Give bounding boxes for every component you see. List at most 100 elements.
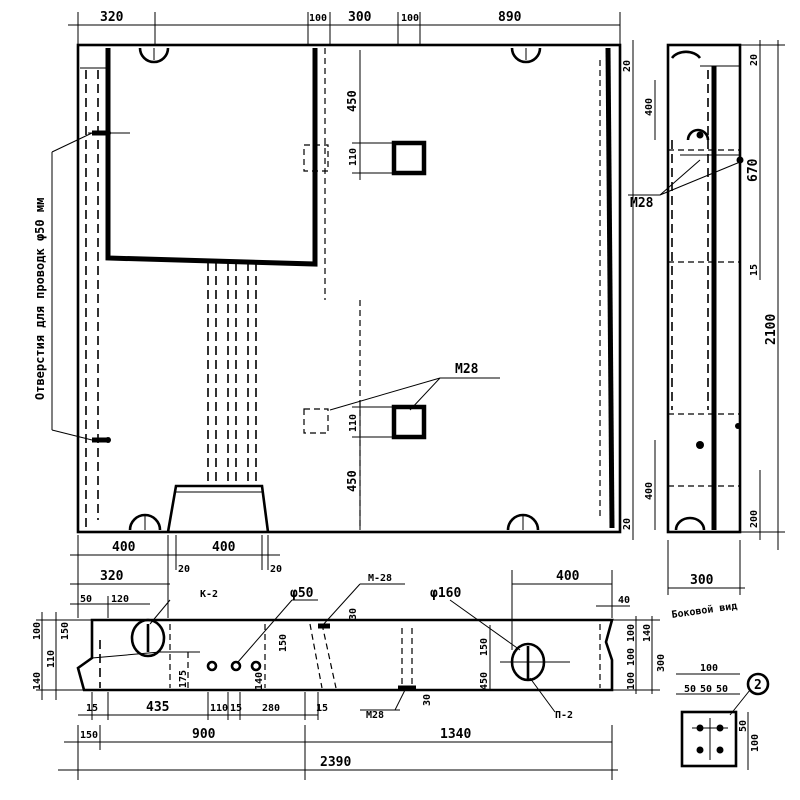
k2-leader <box>149 599 171 625</box>
plan-dim-100r2: 100 <box>626 648 637 666</box>
dashed-opening-bottom <box>303 408 329 434</box>
dim-320: 320 <box>100 10 124 25</box>
detail-bolt <box>716 746 724 754</box>
hole-phi50 <box>206 660 218 672</box>
p2-leader <box>529 677 556 713</box>
conduit-note: Отверстия для проводк φ50 мм <box>33 132 93 441</box>
side-dim-670: 670 <box>746 158 761 182</box>
plan-dim-50: 50 <box>80 594 92 605</box>
side-dim-2100: 2100 <box>764 314 779 345</box>
label-k2: K-2 <box>200 589 218 600</box>
front-right-edge <box>605 47 615 529</box>
plan-mid-dims: 175 140 150 30 30 450 150 <box>178 608 491 706</box>
detail-dim-50c: 50 <box>716 684 728 695</box>
side-loop-bottom <box>674 516 706 531</box>
m28-side-leader <box>659 159 701 196</box>
note-leader-bottom <box>51 429 93 441</box>
bottom-notch <box>166 484 270 533</box>
dim-400-mid: 400 <box>212 540 236 555</box>
detail-callout-circle <box>746 672 770 696</box>
plan-dim-30a: 30 <box>348 608 359 620</box>
plan-dim-450m: 450 <box>479 672 490 690</box>
detail-plate <box>680 710 738 768</box>
plan-dim-280: 280 <box>262 703 280 714</box>
side-loop-mid <box>686 128 710 141</box>
detail-callout-number: 2 <box>754 678 762 693</box>
side-bolt <box>736 156 744 164</box>
plan-left-dims: 100 150 140 110 <box>32 612 92 700</box>
plan-dim-175: 175 <box>178 670 189 688</box>
plan-right-dims: 100 100 100 140 300 <box>612 616 667 694</box>
dim-110-top: 110 <box>348 148 359 166</box>
lifting-loop-bottom-right <box>506 513 540 531</box>
dim-890: 890 <box>498 10 522 25</box>
plan-dim-110: 110 <box>210 703 228 714</box>
plan-dim-435: 435 <box>146 700 169 715</box>
dashed-opening-top <box>303 144 329 172</box>
front-internal-dims: 450 110 110 450 M28 <box>329 50 500 530</box>
m28-leader <box>409 377 441 411</box>
detail-dim-50a: 50 <box>684 684 696 695</box>
plan-dim-150: 150 <box>80 730 98 741</box>
plan-dim-100r3: 100 <box>626 672 637 690</box>
plan-top-dims: 320 50 120 400 40 <box>70 569 630 650</box>
dim-20-right: 20 <box>270 564 282 575</box>
side-dimensions: 20 400 400 20 20 670 15 2100 200 300 Бок… <box>622 40 785 621</box>
plan-dim-40: 40 <box>618 595 630 606</box>
plan-dim-110: 110 <box>46 650 57 668</box>
plan-dim-150m2: 150 <box>479 638 490 656</box>
dim-110-bot: 110 <box>348 414 359 432</box>
side-dim-20-bot: 20 <box>622 518 633 530</box>
detail-bolt <box>696 746 704 754</box>
plan-inner-step <box>91 651 200 659</box>
m28-side-leader <box>659 161 741 196</box>
plan-bottom-dims: 15 435 110 15 280 15 150 900 1340 2390 <box>58 692 618 780</box>
plan-dim-140: 140 <box>32 672 43 690</box>
side-view-label: Боковой вид <box>671 600 738 621</box>
side-dim-200: 200 <box>749 510 760 528</box>
label-m28-side: M28 <box>630 196 654 211</box>
k2-circle <box>130 618 166 658</box>
side-dim-300: 300 <box>690 573 714 588</box>
opening-bottom <box>391 404 427 440</box>
dim-100a: 100 <box>309 13 327 24</box>
side-loop-top <box>670 50 702 59</box>
top-dimensions: 320 100 300 100 890 <box>68 10 621 45</box>
side-outline <box>666 43 742 534</box>
plan-dim-140r: 140 <box>642 624 653 642</box>
plan-dim-100: 100 <box>32 622 43 640</box>
hole-phi50 <box>250 660 262 672</box>
detail-dim-100-side: 100 <box>750 734 761 752</box>
m28-leader <box>329 377 441 411</box>
dim-400-left: 400 <box>112 540 136 555</box>
plan-dim-900: 900 <box>192 727 216 742</box>
plan-dash <box>321 623 337 689</box>
label-p2: П-2 <box>555 710 573 721</box>
detail-2: 100 50 50 50 100 50 2 <box>676 663 770 770</box>
plan-dim-140m: 140 <box>254 672 265 690</box>
side-dim-400-top: 400 <box>644 98 655 116</box>
plan-dash <box>309 623 323 689</box>
label-m28-front: M28 <box>455 362 479 377</box>
detail-callout-leader <box>729 689 751 716</box>
detail-dim-50b: 50 <box>700 684 712 695</box>
plan-dim-30b: 30 <box>422 694 433 706</box>
lifting-loop-bottom-left <box>128 513 162 531</box>
plan-dim-2390: 2390 <box>320 755 351 770</box>
plan-dim-400-right: 400 <box>556 569 580 584</box>
opening-top <box>391 140 427 176</box>
side-bolt <box>696 131 704 139</box>
label-m28-top: M-28 <box>368 573 392 584</box>
label-phi50: φ50 <box>290 586 314 601</box>
dim-100b: 100 <box>401 13 419 24</box>
side-view: M28 <box>628 43 744 534</box>
side-dim-20-top: 20 <box>622 60 633 72</box>
note-leader-top <box>51 132 93 153</box>
front-cavity-outline <box>105 48 318 267</box>
side-dim-400-bot: 400 <box>644 482 655 500</box>
front-outline <box>76 43 622 534</box>
plan-dim-15b: 15 <box>230 703 242 714</box>
side-bolt <box>735 423 741 429</box>
phi160-leader <box>449 599 521 651</box>
